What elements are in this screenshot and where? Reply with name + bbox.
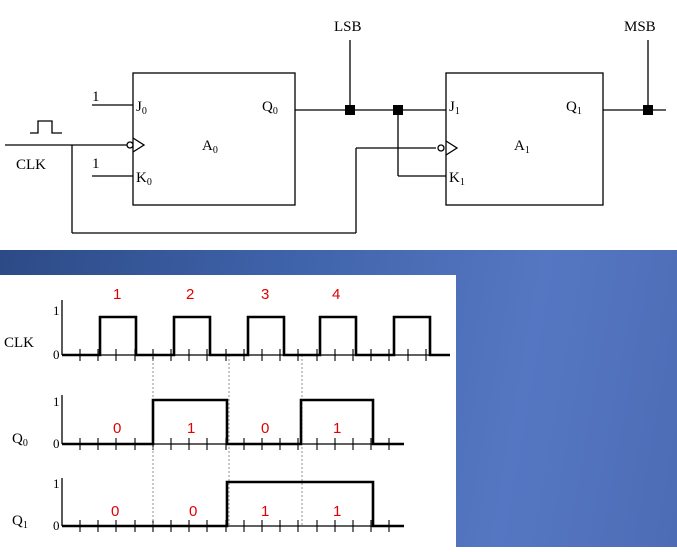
flip-flop-a0-box xyxy=(132,72,296,206)
timing-diagram-panel: CLK 1 0 Q0 1 0 Q1 1 0 1 2 3 4 0 1 0 1 0 … xyxy=(0,275,456,547)
q0-state-3: 0 xyxy=(261,420,269,437)
pulse-number-4: 4 xyxy=(332,286,340,303)
lsb-label: LSB xyxy=(334,19,362,35)
j0-label: J0 xyxy=(136,99,147,117)
clk-row-label: CLK xyxy=(4,335,34,351)
q1-state-1: 0 xyxy=(111,503,119,520)
lsb-junction xyxy=(345,105,355,115)
q0-state-1: 0 xyxy=(113,420,121,437)
j1-k1-junction xyxy=(393,105,403,115)
q1-state-2: 0 xyxy=(189,503,197,520)
flip-flop-a1-box xyxy=(445,72,604,206)
clk-input-label: CLK xyxy=(16,157,46,173)
clk-high-label: 1 xyxy=(53,303,60,318)
circuit-schematic: LSB MSB CLK 1 1 J0 K0 Q0 A0 J1 K1 Q1 A1 xyxy=(5,19,666,234)
flip-flop-a0-name: A0 xyxy=(202,138,218,156)
jk-counter-circuit: LSB MSB CLK 1 1 J0 K0 Q0 A0 J1 K1 Q1 A1 xyxy=(0,0,677,250)
q1-low-label: 0 xyxy=(53,518,60,533)
j1-label: J1 xyxy=(449,99,460,117)
q0-waveform xyxy=(62,398,404,446)
k0-constant: 1 xyxy=(92,156,100,172)
j0-constant: 1 xyxy=(92,89,100,105)
timing-diagram: CLK 1 0 Q0 1 0 Q1 1 0 1 2 3 4 0 1 0 1 0 … xyxy=(4,286,450,533)
msb-label: MSB xyxy=(624,19,656,35)
pulse-number-1: 1 xyxy=(113,286,121,303)
q1-row-label: Q1 xyxy=(12,513,28,531)
q1-state-4: 1 xyxy=(333,503,341,520)
k0-label: K0 xyxy=(136,170,152,188)
q0-low-label: 0 xyxy=(53,436,60,451)
k1-label: K1 xyxy=(449,170,465,188)
pulse-number-2: 2 xyxy=(186,286,194,303)
clk-low-label: 0 xyxy=(53,347,60,362)
q0-state-4: 1 xyxy=(333,420,341,437)
q0-high-label: 1 xyxy=(53,394,60,409)
q1-waveform xyxy=(62,480,404,528)
q0-state-2: 1 xyxy=(187,420,195,437)
q1-label: Q1 xyxy=(566,99,582,117)
q0-row-label: Q0 xyxy=(12,431,28,449)
q1-state-3: 1 xyxy=(261,503,269,520)
q0-label: Q0 xyxy=(262,99,278,117)
pulse-number-3: 3 xyxy=(261,286,269,303)
clock-pulse-icon xyxy=(30,120,62,134)
q1-high-label: 1 xyxy=(53,476,60,491)
flip-flop-a1-name: A1 xyxy=(514,138,530,156)
msb-junction xyxy=(643,105,653,115)
clk-waveform xyxy=(62,315,450,357)
